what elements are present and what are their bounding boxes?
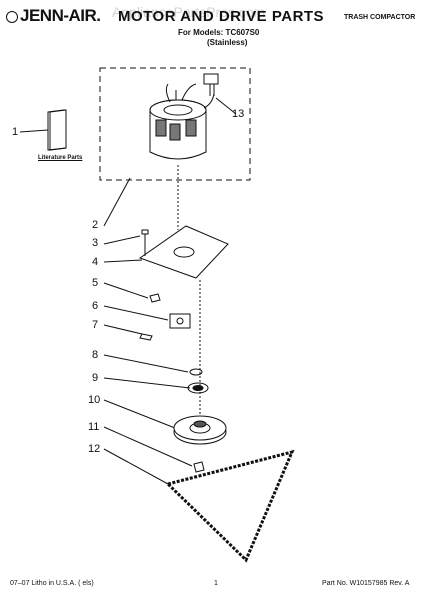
- drive-chain-icon: [165, 449, 295, 563]
- literature-parts-label: Literature Parts: [38, 155, 83, 161]
- callout-2: 2: [92, 219, 99, 231]
- footer-print-info: 07–07 Litho in U.S.A. ( els): [10, 580, 94, 587]
- callout-4: 4: [92, 256, 99, 268]
- brand-name: JENN-AIR.: [20, 6, 101, 25]
- mounting-plate-icon: [138, 225, 229, 279]
- callout-6: 6: [92, 300, 99, 312]
- callout-3: 3: [92, 237, 99, 249]
- callout-13: 13: [232, 108, 245, 120]
- callout-8: 8: [92, 349, 99, 361]
- callout-5: 5: [92, 277, 99, 289]
- drive-nut-icon: [193, 461, 205, 473]
- callout-7: 7: [92, 319, 99, 331]
- callout-1: 1: [12, 126, 19, 138]
- footer-page-number: 1: [214, 580, 218, 587]
- brand-logo: JENN-AIR.: [6, 6, 101, 26]
- screw-icon: [139, 333, 153, 341]
- literature-booklet-icon: [47, 109, 67, 151]
- bolt-icon: [141, 229, 149, 256]
- variant-label: (Stainless): [207, 38, 248, 47]
- sprocket-icon: [173, 415, 227, 445]
- wire-connector-icon: [203, 73, 219, 96]
- models-label: For Models: TC607S0: [178, 28, 260, 37]
- nut-icon: [149, 293, 161, 303]
- bearing-icon: [187, 382, 209, 394]
- callout-9: 9: [92, 372, 99, 384]
- callout-12: 12: [88, 443, 101, 455]
- callout-11: 11: [88, 421, 100, 433]
- watermark: AppliancePartsPros.com: [112, 4, 266, 20]
- motor-assembly-boundary: [99, 67, 251, 181]
- bracket-icon: [169, 313, 191, 329]
- page-title: MOTOR AND DRIVE PARTS: [118, 8, 325, 25]
- callout-10: 10: [88, 394, 101, 406]
- brand-mark-icon: [6, 10, 18, 23]
- category-label: TRASH COMPACTOR: [344, 14, 416, 21]
- washer-icon: [189, 368, 203, 376]
- footer-part-number: Part No. W10157985 Rev. A: [322, 580, 410, 587]
- motor-icon: [149, 83, 215, 160]
